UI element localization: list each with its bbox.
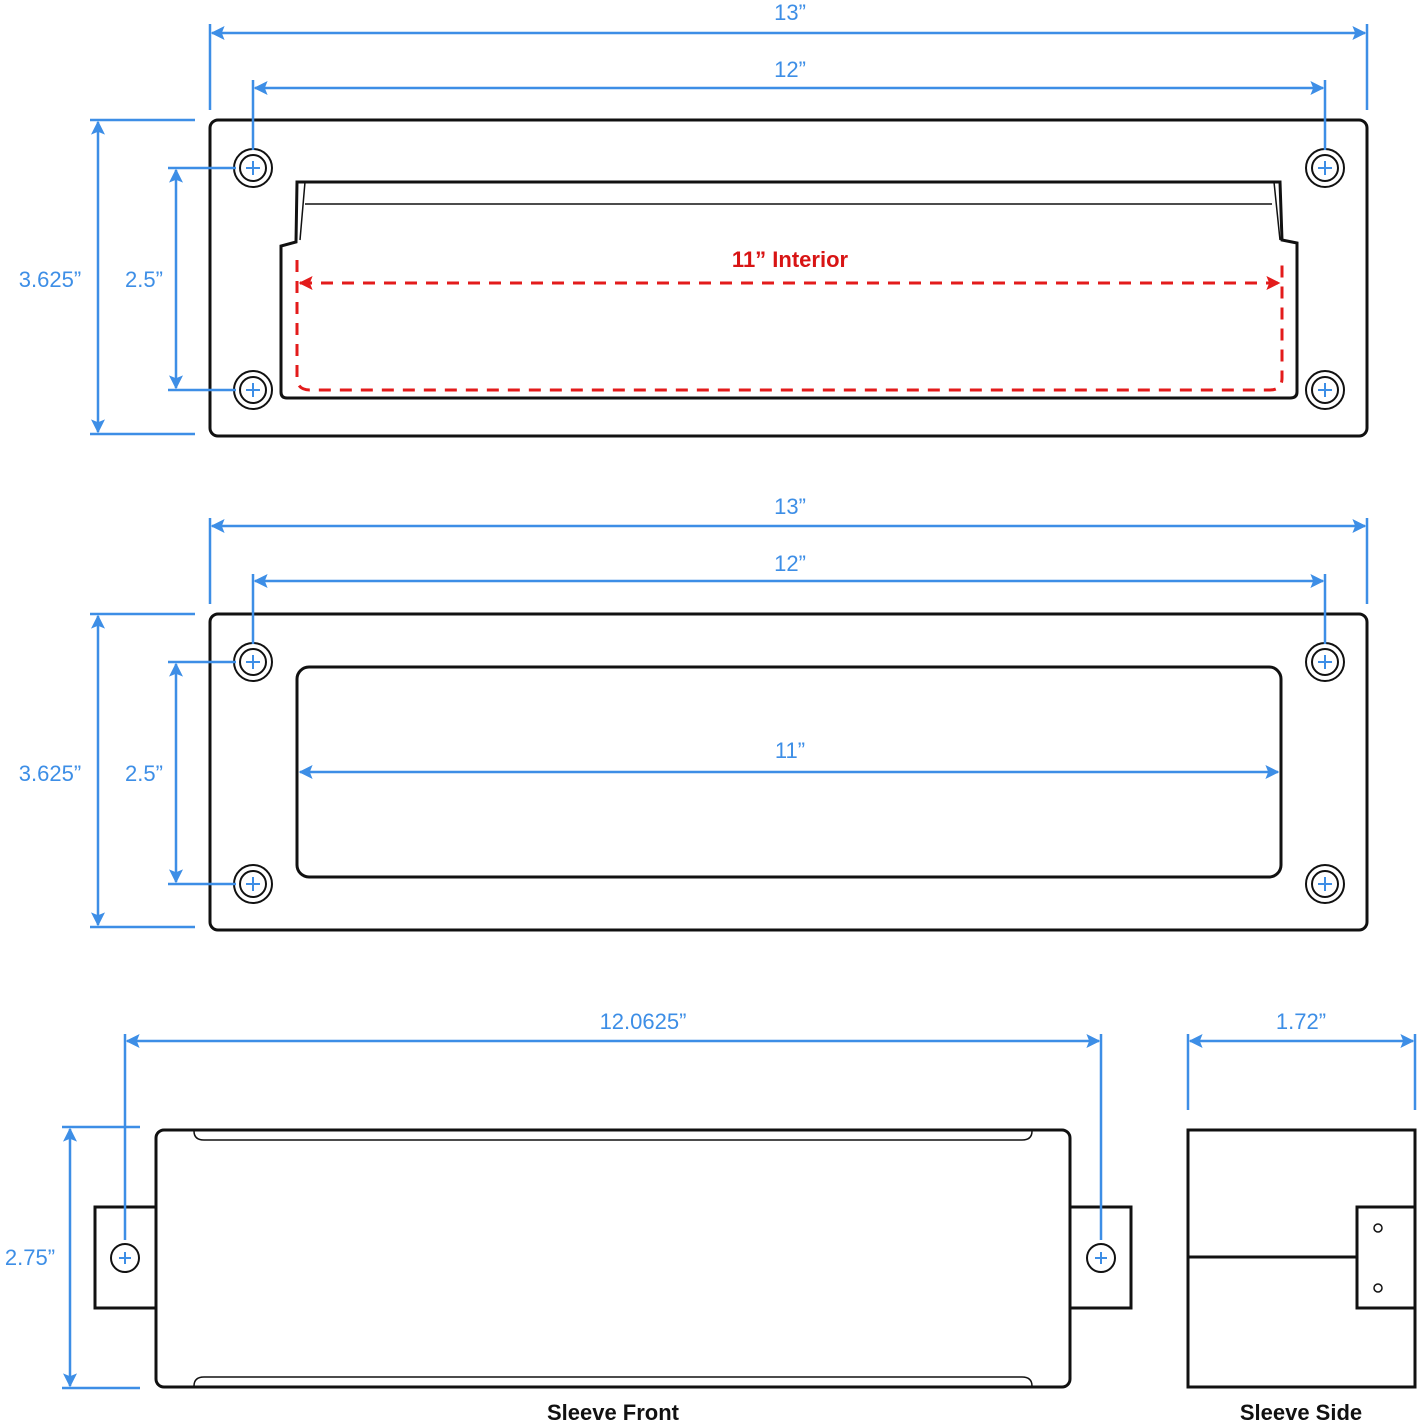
top-interior-outline (295, 260, 1284, 392)
sleeve-front-width-label: 12.0625” (600, 1009, 687, 1034)
top-overall-height-label: 3.625” (19, 267, 81, 292)
sleeve-side-depth-label: 1.72” (1276, 1009, 1326, 1034)
middle-overall-width-label: 13” (774, 494, 806, 519)
top-hole-width-label: 12” (774, 57, 806, 82)
middle-overall-height-label: 3.625” (19, 761, 81, 786)
middle-screw-tr (1305, 642, 1345, 682)
top-screw-tl (233, 148, 273, 188)
sleeve-side-caption: Sleeve Side (1240, 1400, 1362, 1424)
top-interior-label: 11” Interior (732, 247, 849, 272)
sleeve-side-hole-bottom (1373, 1283, 1383, 1293)
middle-hole-width-label: 12” (774, 551, 806, 576)
top-screw-bl (233, 370, 273, 410)
middle-hole-height-label: 2.5” (125, 761, 163, 786)
middle-opening-width-label: 11” (775, 738, 805, 763)
top-screw-br (1305, 370, 1345, 410)
sleeve-front-view: 12.0625” 2.75” Sleeve Front (5, 1009, 1133, 1424)
sleeve-side-view: 1.72” Sleeve Side (1186, 1009, 1417, 1424)
top-view: 11” Interior 13” 12” 3.625” 2.5” (19, 0, 1369, 438)
sleeve-front-top-lip (193, 1130, 1033, 1141)
sleeve-front-caption: Sleeve Front (547, 1400, 680, 1424)
sleeve-front-height-label: 2.75” (5, 1245, 55, 1270)
top-screw-tr (1305, 148, 1345, 188)
top-flap-sides (299, 181, 1281, 241)
middle-screw-tl (233, 642, 273, 682)
sleeve-front-body (154, 1128, 1072, 1389)
middle-screw-bl (233, 864, 273, 904)
top-flap (279, 180, 1299, 400)
top-hole-height-label: 2.5” (125, 267, 163, 292)
sleeve-front-bottom-lip (193, 1376, 1033, 1387)
sleeve-side-tab (1355, 1205, 1417, 1310)
top-overall-width-label: 13” (774, 0, 806, 25)
sleeve-front-right-screw (1086, 1243, 1116, 1273)
sleeve-side-hole-top (1373, 1223, 1383, 1233)
middle-view: 11” 13” 12” 3.625” 2.5” (19, 494, 1369, 932)
sleeve-front-left-screw (110, 1243, 140, 1273)
middle-screw-br (1305, 864, 1345, 904)
